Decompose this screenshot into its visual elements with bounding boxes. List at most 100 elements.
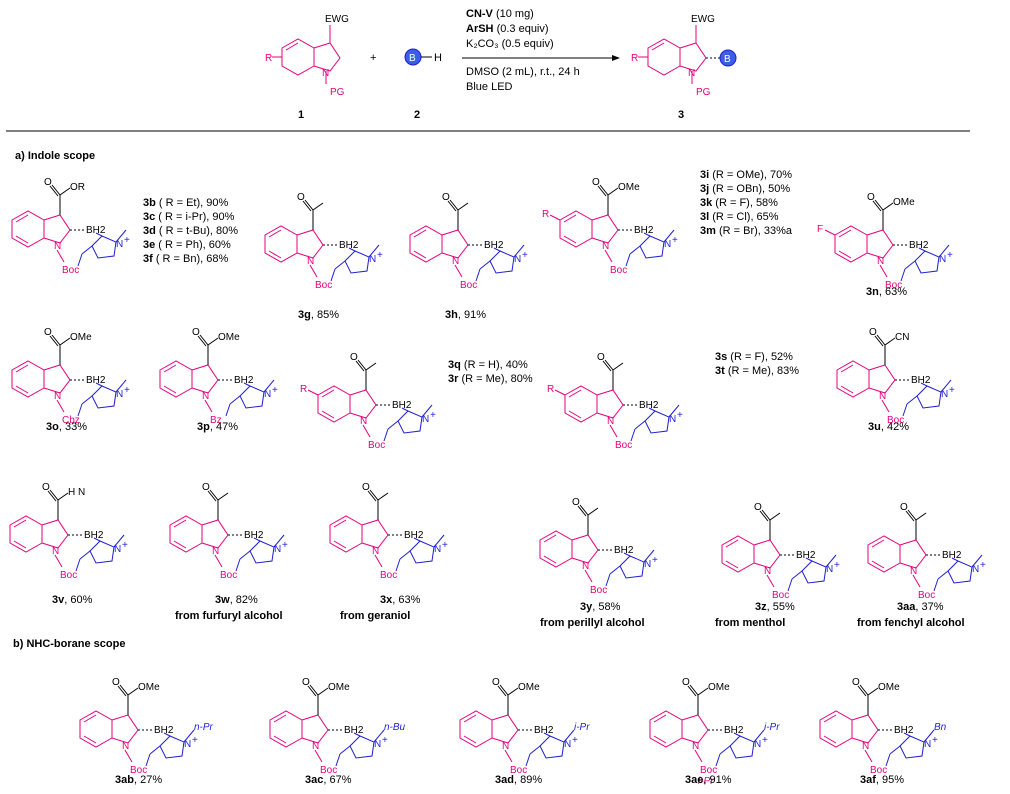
source-3x: from geraniol <box>340 610 410 622</box>
carbonyl-o-label: O <box>682 677 690 688</box>
pg-label: Boc <box>887 415 904 426</box>
carbonyl-o-label: O <box>44 327 52 338</box>
bh2-label: BH2 <box>234 375 254 386</box>
caption-3ac: 3ac, 67% <box>305 774 352 786</box>
ester-substituent-label: OMe <box>618 182 640 193</box>
caption-3ad: 3ad, 89% <box>495 774 542 786</box>
carbonyl-o-label: O <box>597 352 605 363</box>
scope-entry: 3k (R = F), 58% <box>700 197 778 209</box>
indoline-n-label: N <box>764 566 771 577</box>
caption-3z: 3z, 55% <box>755 601 795 613</box>
indoline-n-label: N <box>52 546 59 557</box>
indoline-n-label: N <box>607 416 614 427</box>
caption-3p: 3p, 47% <box>197 421 238 433</box>
plus-charge: + <box>834 560 840 571</box>
product-b-ball: B <box>724 54 731 65</box>
plus-charge: + <box>949 385 955 396</box>
plus-charge: + <box>442 540 448 551</box>
compound-captions: 3b ( R = Et), 90%3c ( R = i-Pr), 90%3d (… <box>46 169 965 786</box>
ester-substituent-label: OMe <box>518 682 540 693</box>
indoline-n-label: N <box>862 741 869 752</box>
source-3y: from perillyl alcohol <box>540 617 645 629</box>
scope-entry: 3f ( R = Bn), 68% <box>143 253 229 265</box>
carbonyl-o-label: O <box>442 192 450 203</box>
carbonyl-o-label: O <box>867 192 875 203</box>
scope-entry: 3s (R = F), 52% <box>715 351 793 363</box>
pg-label: Boc <box>220 570 237 581</box>
ring-substituent-label: R <box>547 384 554 395</box>
ester-substituent-label: OR <box>70 182 85 193</box>
bh2-label: BH2 <box>344 725 364 736</box>
pg-label: Boc <box>870 765 887 776</box>
scope-entry: 3c ( R = i-Pr), 90% <box>143 211 235 223</box>
reactant-1-number: 1 <box>298 109 304 121</box>
scope-entry: 3r (R = Me), 80% <box>448 373 533 385</box>
reaction-conditions: CN-V (10 mg) ArSH (0.3 equiv) K₂CO₃ (0.5… <box>462 8 620 93</box>
pg-label: Boc <box>460 280 477 291</box>
plus-charge: + <box>572 735 578 746</box>
scope-entry: 3m (R = Br), 33%a <box>700 225 793 237</box>
product-r-label: R <box>631 53 638 64</box>
h-label: H <box>434 52 442 64</box>
imidazolium-n-label: N <box>274 544 281 555</box>
pg-label: Boc <box>885 280 902 291</box>
bh2-label: BH2 <box>339 240 359 251</box>
plus-charge: + <box>522 250 528 261</box>
plus-charge: + <box>947 250 953 261</box>
bh2-label: BH2 <box>942 550 962 561</box>
pg-label: Boc <box>610 265 627 276</box>
condition-solvent: DMSO (2 mL), r.t., 24 h <box>466 66 580 78</box>
plus-charge: + <box>672 235 678 246</box>
caption-3ab: 3ab, 27% <box>115 774 162 786</box>
caption-3x: 3x, 63% <box>380 594 421 606</box>
product-n-label: N <box>688 68 695 79</box>
indoline-n-label: N <box>692 741 699 752</box>
pg-label: Boc <box>615 440 632 451</box>
n-label: N <box>322 68 329 79</box>
condition-catalyst: CN-V (10 mg) <box>466 8 534 20</box>
carbonyl-o-label: O <box>869 327 877 338</box>
caption-3g: 3g, 85% <box>298 309 339 321</box>
plus-charge: + <box>652 555 658 566</box>
plus-charge: + <box>282 540 288 551</box>
pg-label: Boc <box>320 765 337 776</box>
bh2-label: BH2 <box>86 375 106 386</box>
pg-label: Boc <box>380 570 397 581</box>
caption-3aa: 3aa, 37% <box>897 601 944 613</box>
source-3z: from menthol <box>715 617 785 629</box>
ester-substituent-label: OMe <box>328 682 350 693</box>
scope-entry: 3j (R = OBn), 50% <box>700 183 790 195</box>
source-3aa: from fenchyl alcohol <box>857 617 965 629</box>
indoline-n-label: N <box>212 546 219 557</box>
caption-3v: 3v, 60% <box>52 594 93 606</box>
caption-3af: 3af, 95% <box>860 774 904 786</box>
caption-3n: 3n, 63% <box>866 286 907 298</box>
section-b-title: b) NHC-borane scope <box>13 638 125 650</box>
imidazolium-n-label: N <box>669 414 676 425</box>
bh2-label: BH2 <box>84 530 104 541</box>
source-3w: from furfuryl alcohol <box>175 610 283 622</box>
bh2-label: BH2 <box>154 725 174 736</box>
section-a-title: a) Indole scope <box>15 150 95 162</box>
imidazolium-n-label: N <box>369 254 376 265</box>
indoline-n-label: N <box>372 546 379 557</box>
plus-charge: + <box>932 735 938 746</box>
ester-substituent-label: OMe <box>878 682 900 693</box>
plus-charge: + <box>382 735 388 746</box>
product-indoline: R EWG N PG B 3 <box>631 14 737 121</box>
bh2-label: BH2 <box>392 400 412 411</box>
plus-charge: + <box>272 385 278 396</box>
product-ewg-label: EWG <box>691 14 715 25</box>
imidazolium-n-label: N <box>941 389 948 400</box>
pg-label: Boc <box>700 765 717 776</box>
imidazolium-n-label: N <box>264 389 271 400</box>
